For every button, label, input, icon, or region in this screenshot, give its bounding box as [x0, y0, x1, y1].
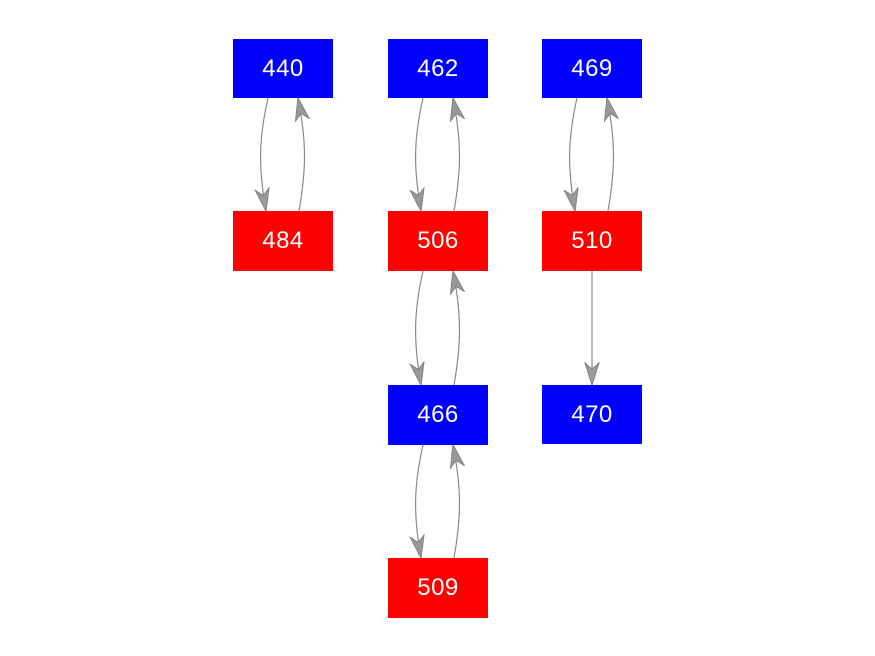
edge-path [570, 97, 577, 211]
node-label: 506 [417, 227, 459, 254]
graph-node-509: 509 [388, 558, 488, 618]
node-label: 510 [571, 227, 613, 254]
edge-path [453, 98, 460, 212]
graph-node-470: 470 [542, 385, 642, 444]
edge-path [261, 97, 268, 211]
node-label: 462 [417, 54, 459, 82]
node-label: 466 [417, 401, 459, 428]
graph-node-469: 469 [542, 39, 642, 98]
node-label: 470 [571, 400, 613, 428]
edge-arrows [261, 98, 614, 558]
edge-path [416, 444, 423, 558]
graph-node-462: 462 [388, 39, 488, 98]
node-label: 484 [262, 227, 304, 254]
node-label: 469 [571, 54, 613, 82]
node-label: 440 [262, 54, 304, 82]
edge-path [453, 445, 460, 559]
edge-path [416, 270, 423, 385]
graph-node-466: 466 [388, 385, 488, 445]
graph-node-484: 484 [233, 211, 333, 271]
edge-path [453, 271, 460, 386]
edge-path [607, 98, 614, 212]
node-label: 509 [417, 574, 459, 601]
graph-node-510: 510 [542, 211, 642, 271]
edge-path [416, 97, 423, 211]
edge-path [298, 98, 305, 212]
graph-node-506: 506 [388, 211, 488, 271]
graph-node-440: 440 [233, 39, 333, 98]
